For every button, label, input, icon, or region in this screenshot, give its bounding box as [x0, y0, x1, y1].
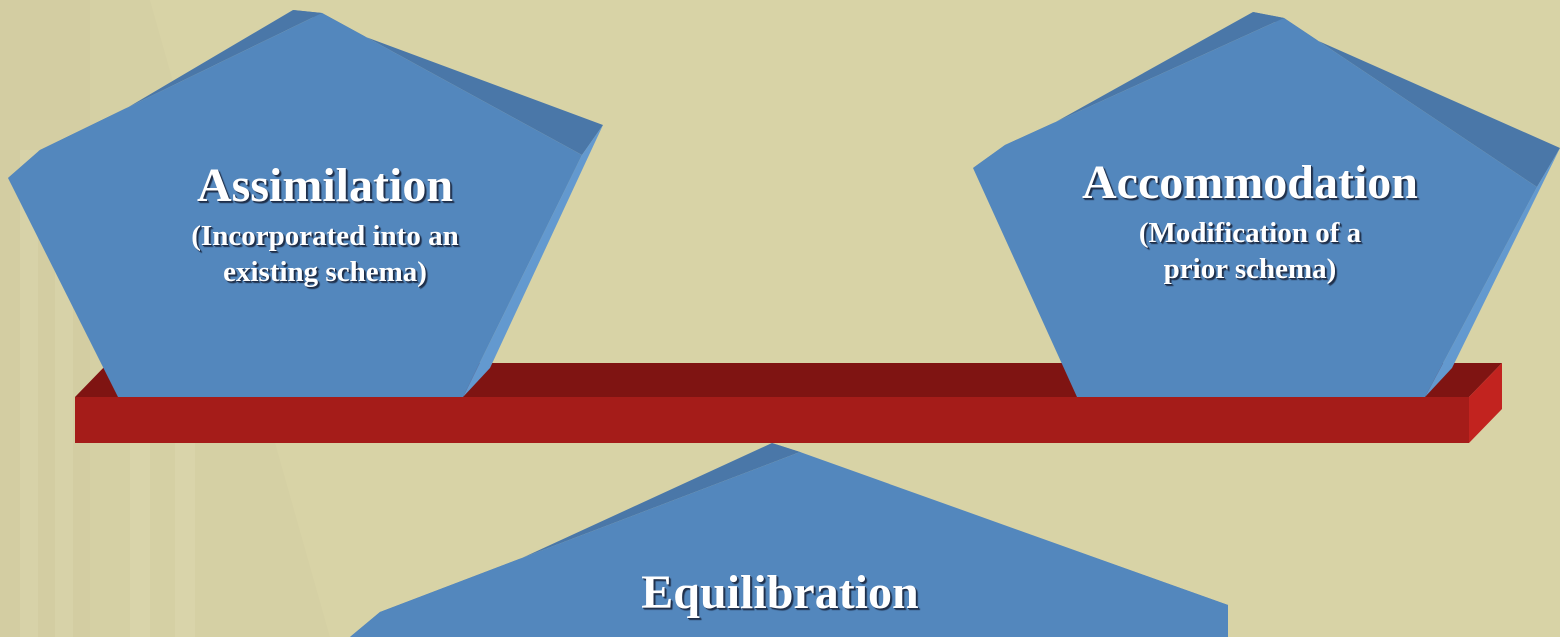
- equilibration-title: Equilibration: [641, 566, 919, 619]
- assimilation-block: [8, 10, 603, 397]
- equilibration-fulcrum: [350, 443, 1228, 637]
- accommodation-block-top-right: [1253, 12, 1560, 187]
- assimilation-block-face: [8, 13, 582, 397]
- accommodation-subtitle-line1: (Modification of a: [1138, 216, 1362, 249]
- assimilation-block-side: [463, 125, 603, 397]
- equilibration-label: Equilibration: [560, 565, 1000, 622]
- accommodation-block-side: [1425, 148, 1560, 397]
- assimilation-subtitle-line2: existing schema): [223, 255, 427, 288]
- accommodation-block: [973, 12, 1560, 397]
- assimilation-subtitle-line1: (Incorporated into an: [191, 219, 459, 252]
- accommodation-block-face: [973, 18, 1537, 397]
- accommodation-block-top: [973, 12, 1284, 168]
- assimilation-block-top-right: [293, 10, 603, 155]
- beam-side-face: [1469, 363, 1502, 443]
- assimilation-label: Assimilation (Incorporated into an exist…: [100, 158, 550, 289]
- beam-front-face: [75, 397, 1469, 443]
- accommodation-label: Accommodation (Modification of a prior s…: [1010, 155, 1490, 286]
- assimilation-title: Assimilation: [196, 159, 454, 212]
- assimilation-block-top: [8, 10, 322, 178]
- fulcrum-top-left: [350, 443, 800, 637]
- fulcrum-face: [350, 452, 1228, 637]
- accommodation-title: Accommodation: [1082, 156, 1418, 209]
- accommodation-subtitle-line2: prior schema): [1163, 252, 1337, 285]
